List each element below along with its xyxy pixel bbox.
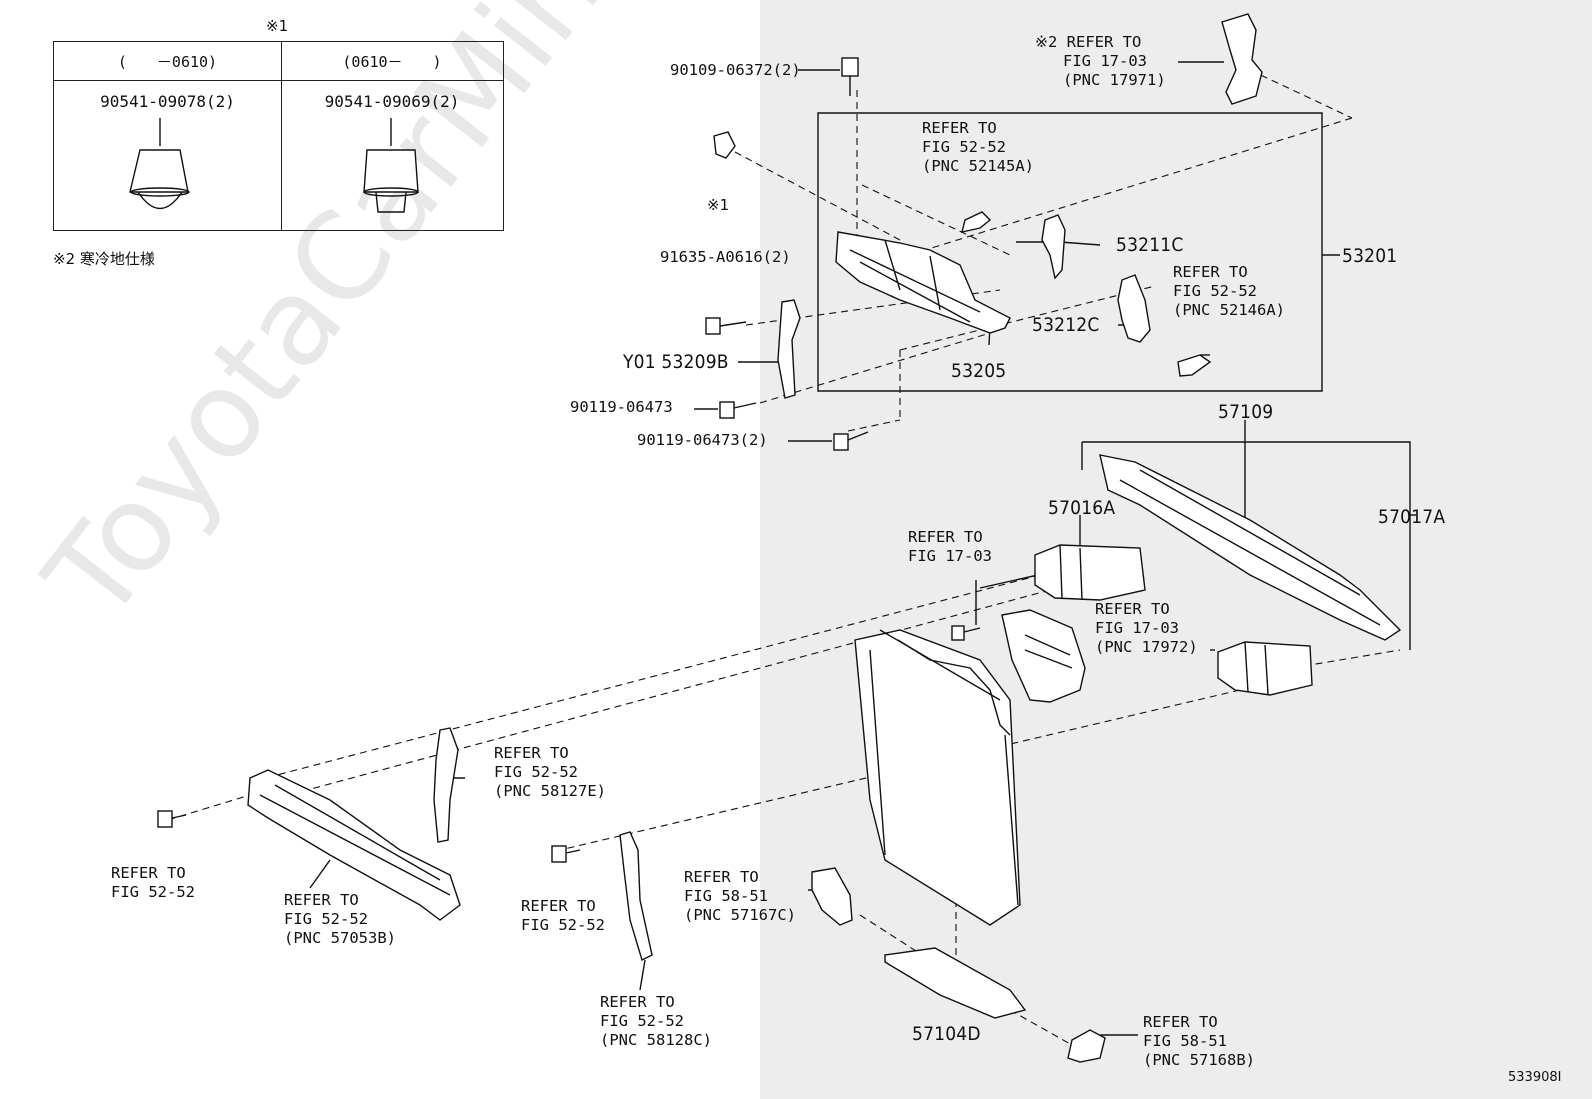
part-53211C-icon <box>1041 214 1066 280</box>
refer-52146A: REFER TO FIG 52-52 (PNC 52146A) <box>1173 263 1285 319</box>
refer-17972: REFER TO FIG 17-03 (PNC 17972) <box>1095 600 1198 656</box>
refer-17-03: REFER TO FIG 17-03 <box>908 528 992 565</box>
bracket-52146A-icon <box>1177 354 1212 377</box>
refer-52145A: REFER TO FIG 52-52 (PNC 52145A) <box>922 119 1034 175</box>
inset-footnote: ※2 寒冷地仕様 <box>53 250 155 268</box>
refer-57053B: REFER TO FIG 52-52 (PNC 57053B) <box>284 891 396 947</box>
refer-57167C: REFER TO FIG 58-51 (PNC 57167C) <box>684 868 796 924</box>
refer-52-52-mid: REFER TO FIG 52-52 <box>521 897 605 934</box>
callout-90119-06473-2: 90119-06473(2) <box>637 431 768 449</box>
bolt-icon <box>157 810 187 828</box>
callout-57016A: 57016A <box>1048 497 1116 519</box>
bolt-icon <box>705 317 747 335</box>
inset-col1-range: ( －0610) <box>117 53 218 71</box>
grommet-icon <box>129 118 190 209</box>
callout-53212C: 53212C <box>1032 314 1100 336</box>
refer-58128C: REFER TO FIG 52-52 (PNC 58128C) <box>600 993 712 1049</box>
grommet-icon <box>363 118 419 213</box>
bolt-icon <box>551 845 581 863</box>
bolt-icon <box>951 625 981 641</box>
inset-col2-range: (0610－ ) <box>342 53 442 71</box>
bracket-17971-icon <box>1221 13 1263 105</box>
part-57016A-icon <box>1034 544 1146 601</box>
group-bracket-53201 <box>817 112 1323 392</box>
inset-divider-horizontal <box>54 80 503 81</box>
callout-53209B: Y01 53209B <box>623 351 729 373</box>
part-53212C-icon <box>1117 274 1151 343</box>
radiator-icon <box>854 629 1021 926</box>
part-17972-icon <box>1001 609 1086 703</box>
callout-53201: 53201 <box>1342 245 1398 267</box>
inset-divider-vertical <box>281 42 282 230</box>
inset-note-mark: ※1 <box>266 17 289 35</box>
callout-90119-06473: 90119-06473 <box>570 398 673 416</box>
callout-57017A: 57017A <box>1378 506 1446 528</box>
inset-col1-part: 90541-09078(2) <box>100 92 235 111</box>
bolt-icon <box>841 57 859 96</box>
callout-53211C: 53211C <box>1116 234 1184 256</box>
part-53209B-icon <box>777 299 801 399</box>
callout-note-mark-1: ※1 <box>707 196 730 214</box>
bolt-icon <box>833 431 869 451</box>
part-57168B-icon <box>1067 1029 1106 1063</box>
inset-col2-part: 90541-09069(2) <box>324 92 460 111</box>
part-57017A-icon <box>1217 641 1313 696</box>
part-57104D-icon <box>884 947 1027 1019</box>
callout-57104D: 57104D <box>912 1023 981 1045</box>
shaded-background <box>760 0 1592 1099</box>
refer-52-52-left: REFER TO FIG 52-52 <box>111 864 195 901</box>
bracket-52145A-icon <box>961 211 992 233</box>
callout-90109-06372: 90109-06372(2) <box>670 61 801 79</box>
clip-icon <box>713 131 736 159</box>
refer-17971: ※2 REFER TO FIG 17-03 (PNC 17971) <box>1035 33 1166 89</box>
refer-57168B: REFER TO FIG 58-51 (PNC 57168B) <box>1143 1013 1255 1069</box>
group-bracket-57109 <box>1082 441 1411 650</box>
refer-58127E: REFER TO FIG 52-52 (PNC 58127E) <box>494 744 606 800</box>
callout-53205: 53205 <box>951 360 1007 382</box>
callout-91635-A0616: 91635-A0616(2) <box>660 248 791 266</box>
callout-57109: 57109 <box>1218 401 1274 423</box>
illustration-id: 533908I <box>1508 1070 1562 1085</box>
part-58128C-icon <box>619 831 653 961</box>
part-58127E-icon <box>433 727 459 843</box>
bolt-icon <box>719 401 757 419</box>
part-57167C-icon <box>811 867 853 926</box>
part-53205-icon <box>835 231 1011 334</box>
inset-table: ( －0610) (0610－ ) 90541-09078(2) 90541-0… <box>53 41 504 231</box>
